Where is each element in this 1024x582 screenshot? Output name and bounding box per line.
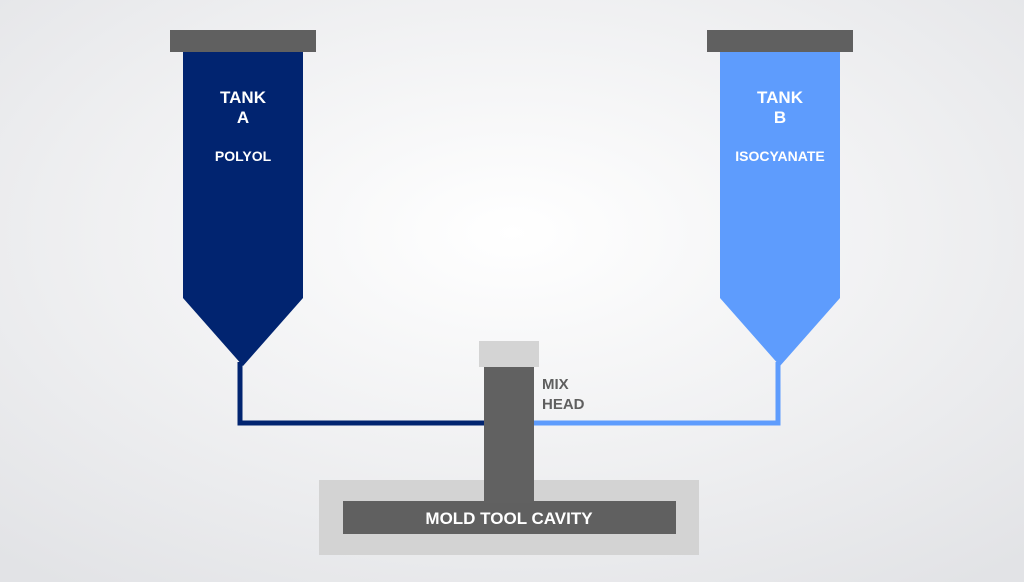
mold-tool-cavity	[343, 501, 676, 534]
tank-b: TANK B ISOCYANATE	[707, 30, 853, 366]
pipe-b	[534, 362, 781, 426]
tank-a-cap	[170, 30, 316, 52]
pipe-a	[237, 362, 484, 426]
mix-head-label-line2: HEAD	[542, 396, 585, 413]
tank-b-title-line1: TANK	[757, 88, 804, 107]
tank-a-title-line1: TANK	[220, 88, 267, 107]
tank-a-chemical: POLYOL	[215, 148, 272, 164]
tank-b-chemical: ISOCYANATE	[735, 148, 824, 164]
tank-a-title-line2: A	[237, 108, 249, 127]
tank-b-cap	[707, 30, 853, 52]
tank-a: TANK A POLYOL	[170, 30, 316, 366]
tank-b-title-line2: B	[774, 108, 786, 127]
tank-b-body	[720, 52, 840, 366]
mix-head-top	[479, 341, 539, 367]
mold-tool-label: MOLD TOOL CAVITY	[425, 509, 593, 528]
mix-head-body	[484, 367, 534, 503]
mix-head: MIX HEAD	[479, 341, 585, 503]
tank-a-body	[183, 52, 303, 366]
mix-head-label-line1: MIX	[542, 376, 569, 393]
